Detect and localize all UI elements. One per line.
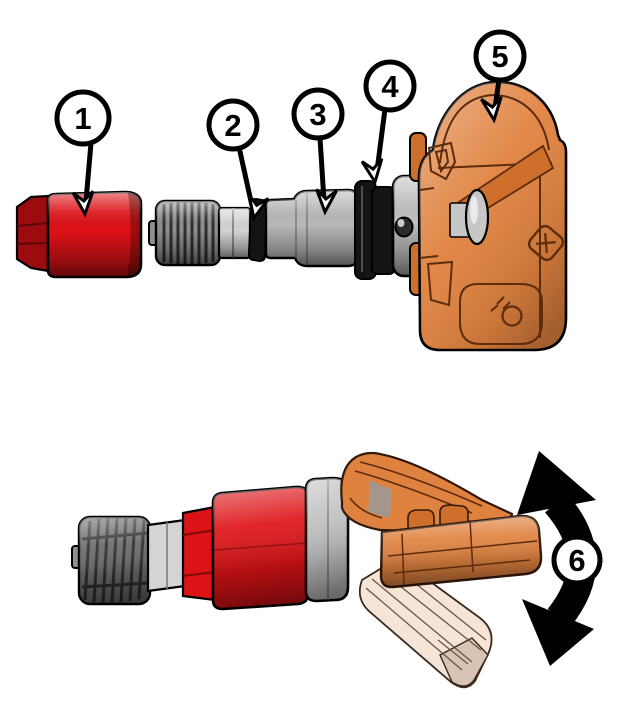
assembled-red-cylinder-shading [213,486,308,609]
callout-6: 6 [551,534,603,586]
assembled-sensor-box-shading [381,515,542,588]
callouts: 1 2 3 4 5 6 [54,29,603,586]
pivot-arrow-head-down [522,599,594,666]
exploded-view [15,80,568,352]
assembled-sensor-box-lines [387,519,538,586]
callout-4-leader [374,108,388,172]
callout-1-circle [54,89,112,147]
valve-cap-rim [127,193,141,276]
sensor-mark-circle [501,305,523,327]
x-emblem-cross [536,233,556,253]
assembled-sensor-gray-patch [368,480,392,518]
stem-sleeve-shading [266,190,357,266]
assembled-sensor-ghost [358,556,493,689]
assembled-gray-ring-shading [306,478,348,601]
part-valve-cap [15,190,143,279]
assembled-knurl-shading [79,517,150,604]
grommet-body [371,186,396,275]
callout-4-circle [363,59,417,113]
sensor-x-emblem [527,224,565,262]
callout-3-label: 3 [309,97,326,132]
valve-cap-hex-facets [16,222,49,245]
part-grommet [354,180,396,280]
callout-4-label: 4 [381,69,399,104]
callout-5: 5 [473,29,527,124]
pivot-arrow-head-up [517,451,596,515]
callout-2-arrowhead [247,193,270,222]
assembled-valve-stem [71,476,350,611]
sensor-shield-emblem [427,141,457,181]
assembled-red-hex [181,505,217,602]
callout-1-leader [83,142,94,202]
assembled-red-centerline [213,542,309,551]
callout-5-circle [473,29,527,83]
assembled-red-hex-facets [182,529,216,577]
callout-5-label: 5 [491,39,508,74]
callout-3-circle [291,87,345,141]
washer-hole-highlight [397,219,405,227]
callout-2-circle [206,98,260,152]
x-emblem-box [527,224,565,262]
ghost-plate-lines [365,562,487,671]
callout-6-circle [551,534,603,586]
stem-knurl-shading [156,201,220,265]
sensor-valve-disc-highlight [470,196,478,224]
callout-3-leader [317,137,327,202]
callout-1: 1 [54,89,112,218]
callout-6-label: 6 [568,543,585,578]
assembled-view [71,451,597,689]
callout-2: 2 [206,98,270,222]
callout-1-arrowhead [71,190,95,218]
callout-4: 4 [360,59,417,186]
sensor-body-shading [419,81,566,351]
part-stem-sleeve [264,188,359,268]
callout-3-arrowhead [315,188,338,216]
valve-cap-hex [15,194,50,273]
sensor-mark-ticks [490,296,511,312]
valve-cap-body-shading [48,192,141,277]
washer-hole [394,216,414,238]
stem-collar-shading [219,208,250,258]
callout-2-label: 2 [224,108,241,143]
callout-3: 3 [291,87,345,216]
callout-4-arrowhead [360,157,384,186]
part-sensor-body [409,80,568,352]
callout-5-arrowhead [480,95,503,124]
sensor-lower-boss [426,260,543,345]
part-valve-stem [148,199,252,267]
callout-1-label: 1 [74,101,91,136]
ghost-tip [439,637,489,687]
assembled-sensor-body [340,451,543,589]
